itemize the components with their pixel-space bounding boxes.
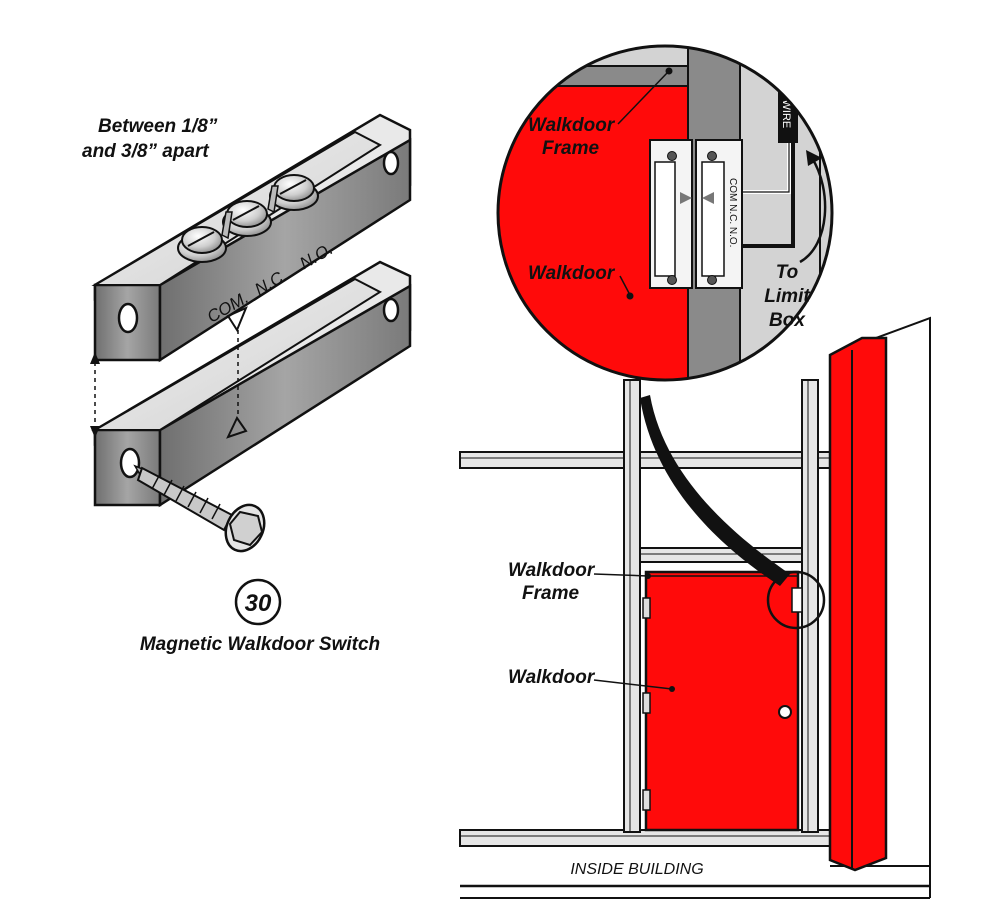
limit-box-line3: Box	[769, 310, 806, 331]
gap-dimension-arrow	[90, 352, 100, 438]
limit-box-line1: To	[776, 262, 799, 283]
detail-terminals: COM N.C. N.O.	[727, 178, 738, 247]
terminal-screws	[177, 174, 319, 263]
callout-connector	[640, 395, 790, 586]
gap-note-line2: and 3/8” apart	[82, 141, 209, 162]
detail-door-label: Walkdoor	[528, 263, 616, 284]
wire-label: 16-2 SJO WIRE	[780, 50, 792, 128]
hinge-middle	[642, 692, 651, 714]
small-switch	[791, 587, 803, 613]
inside-building-label: INSIDE BUILDING	[570, 861, 703, 878]
building-wall	[459, 316, 931, 899]
gap-note-line1: Between 1/8”	[98, 116, 218, 137]
red-wall-column	[828, 336, 888, 872]
switch-lower-block	[91, 260, 412, 553]
switch-caption: Magnetic Walkdoor Switch	[140, 634, 380, 655]
walkdoor	[642, 570, 826, 832]
hinge-top	[642, 597, 651, 619]
detail-frame-label-line1: Walkdoor	[528, 115, 616, 136]
door-knob	[778, 705, 792, 719]
item-number: 30	[245, 590, 272, 617]
hinge-bottom	[642, 789, 651, 811]
detail-frame-label-line2: Frame	[542, 138, 599, 159]
item-number-badge	[234, 578, 282, 626]
building-frame-label-line2: Frame	[522, 583, 579, 604]
switch-location-circle	[766, 570, 826, 630]
detail-switch: COM N.C. N.O.	[695, 139, 743, 289]
switch-illustration: COM. N.C. N.O.	[82, 113, 412, 655]
detail-magnet	[649, 139, 693, 289]
building-frame-label-line1: Walkdoor	[508, 560, 596, 581]
building-door-label: Walkdoor	[508, 667, 596, 688]
switch-upper-block: COM. N.C. N.O.	[91, 113, 412, 363]
limit-box-line2: Limit	[764, 286, 810, 307]
detail-callout: 16-2 SJO WIRE COM N.C. N.O.	[496, 44, 834, 382]
mounting-screw	[119, 447, 266, 553]
